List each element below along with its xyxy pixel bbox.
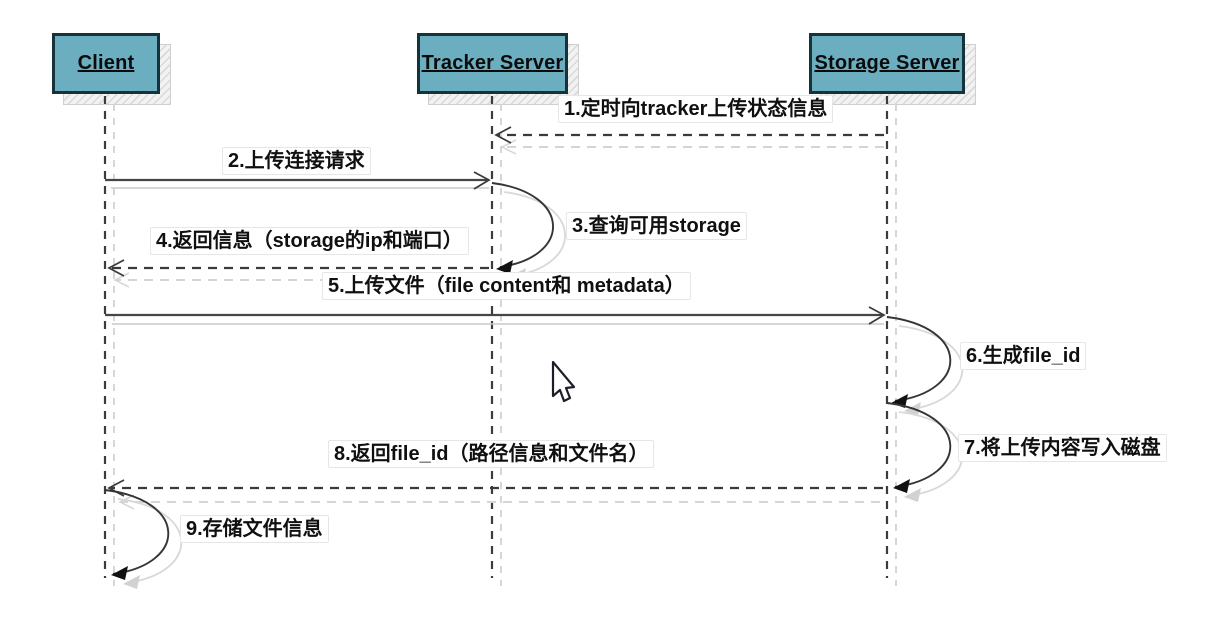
- actor-tracker-server: Tracker Server: [417, 33, 568, 94]
- actor-client: Client: [52, 33, 160, 94]
- message-9-arrowhead: [111, 566, 128, 580]
- message-9-label: 9.存储文件信息: [180, 515, 329, 543]
- message-1-arrowhead: [494, 126, 512, 144]
- message-5-label: 5.上传文件（file content和 metadata）: [322, 272, 691, 300]
- message-2-label: 2.上传连接请求: [222, 147, 371, 175]
- message-3-label: 3.查询可用storage: [566, 212, 747, 240]
- mouse-cursor-icon: [551, 360, 576, 403]
- message-6-loop-ghost: [898, 325, 964, 416]
- message-3-loop-ghost: [503, 191, 566, 282]
- message-9-loop: [104, 489, 170, 575]
- message-6-loop: [886, 316, 952, 402]
- message-2-arrowhead: [473, 171, 491, 190]
- message-4-arrowhead: [107, 259, 125, 277]
- message-6-label: 6.生成file_id: [960, 342, 1087, 370]
- message-5-arrowhead: [868, 306, 886, 325]
- message-3-arrowhead: [496, 260, 513, 274]
- message-7-label: 7.将上传内容写入磁盘: [958, 434, 1167, 462]
- message-8-arrowhead: [107, 479, 125, 497]
- actor-storage-server: Storage Server: [809, 33, 965, 94]
- actor-tracker-server-label: Tracker Server: [421, 52, 564, 74]
- actor-client-label: Client: [77, 52, 135, 74]
- message-1-label: 1.定时向tracker上传状态信息: [558, 95, 834, 123]
- message-9-loop-ghost: [117, 498, 183, 589]
- message-8-arrowhead-ghost: [118, 494, 135, 510]
- message-7-arrowhead: [893, 479, 910, 493]
- message-8-label: 8.返回file_id（路径信息和文件名）: [328, 440, 655, 468]
- message-3-loop: [491, 182, 554, 268]
- message-7-loop-ghost: [898, 411, 964, 502]
- actor-storage-server-label: Storage Server: [814, 52, 960, 74]
- message-4-label: 4.返回信息（storage的ip和端口）: [150, 227, 469, 255]
- message-7-loop: [886, 402, 952, 488]
